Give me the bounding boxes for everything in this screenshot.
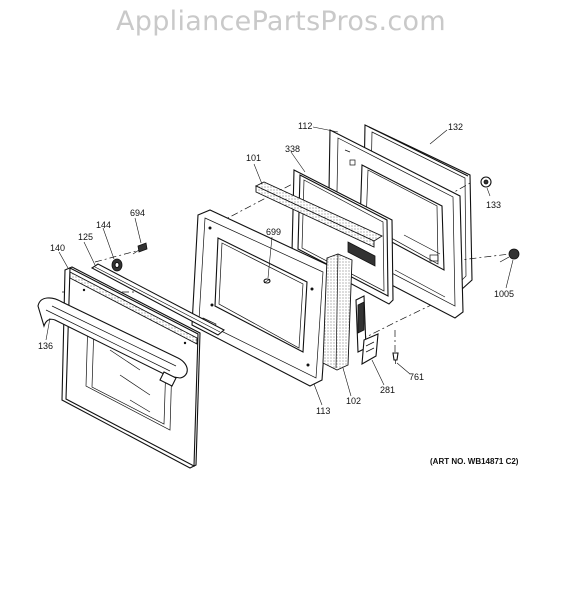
part-699-screw — [263, 278, 271, 284]
part-338-inner-glass — [291, 169, 394, 305]
part-133-bumper — [480, 176, 492, 188]
label-140: 140 — [50, 243, 65, 253]
label-699: 699 — [266, 227, 281, 237]
part-101-insulation-strip — [254, 181, 383, 248]
label-113: 113 — [316, 406, 330, 416]
label-133: 133 — [486, 200, 501, 210]
part-140-outer-door-panel — [61, 266, 201, 469]
part-694-screw — [132, 242, 148, 255]
part-136-door-handle — [37, 297, 188, 387]
leader-lines — [45, 126, 514, 406]
part-144-handle-end-cap — [111, 258, 123, 272]
label-694: 694 — [130, 208, 145, 218]
label-125: 125 — [78, 232, 93, 242]
part-labels: 112 132 338 101 133 694 144 125 140 699 … — [38, 121, 514, 416]
part-125-vent-trim — [90, 263, 225, 336]
label-136: 136 — [38, 341, 53, 351]
label-101: 101 — [246, 153, 261, 163]
label-144: 144 — [96, 220, 111, 230]
label-338: 338 — [285, 144, 300, 154]
part-281-hinge — [355, 295, 379, 365]
art-number: (ART NO. WB14871 C2) — [430, 457, 519, 466]
label-132: 132 — [448, 122, 463, 132]
watermark: AppliancePartsPros.com — [116, 6, 446, 37]
label-761: 761 — [409, 372, 424, 382]
part-761-screw — [392, 352, 399, 364]
label-112: 112 — [298, 121, 312, 131]
label-281: 281 — [380, 385, 395, 395]
part-1005-screw — [499, 248, 520, 263]
label-1005: 1005 — [494, 289, 514, 299]
label-102: 102 — [346, 396, 361, 406]
part-102-side-insulation — [322, 253, 353, 371]
